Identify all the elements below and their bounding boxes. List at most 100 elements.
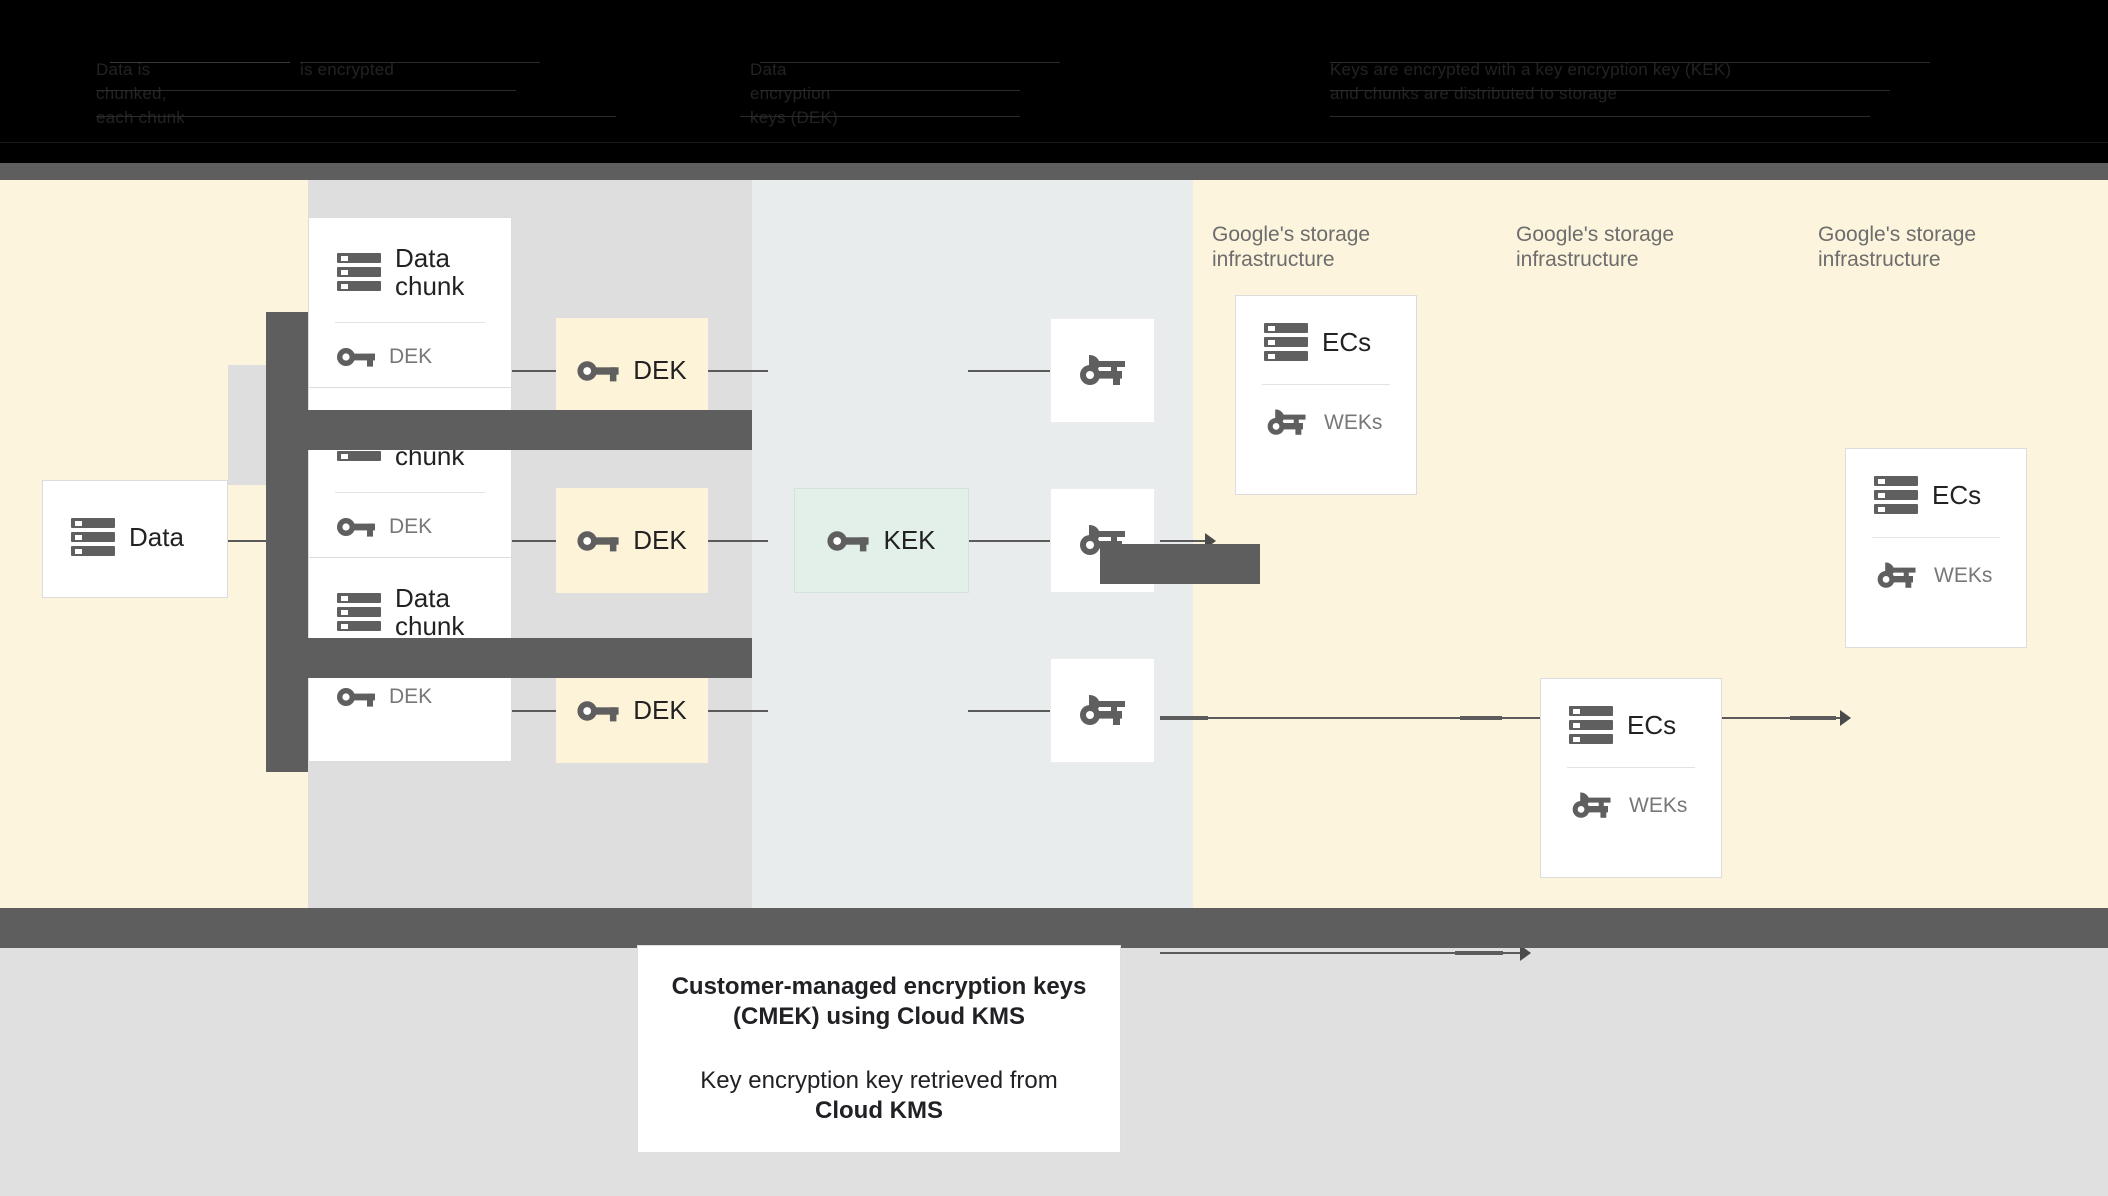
connector-wrapped2-to-ecs2 xyxy=(1160,717,1850,719)
ecs2-key-label: WEKs xyxy=(1934,564,1993,587)
server-icon xyxy=(71,517,115,557)
connector-wrapped3-to-ecs3 xyxy=(1160,952,1530,954)
double-key-icon xyxy=(1077,692,1129,730)
ecs3-divider xyxy=(1567,767,1695,768)
card-ecs-2[interactable]: ECs WEKs xyxy=(1845,448,2027,648)
server-icon xyxy=(337,252,381,292)
ecs3-header: ECs xyxy=(1541,679,1721,745)
occlusion-bar-lower xyxy=(266,638,752,678)
double-key-icon xyxy=(1874,560,1920,592)
wrapped-key-box-3[interactable] xyxy=(1050,658,1155,763)
card-ecs-1[interactable]: ECs WEKs xyxy=(1235,295,1417,495)
occlusion-bar-vertical xyxy=(266,312,308,772)
caption-line-2: (CMEK) using Cloud KMS xyxy=(733,1003,1025,1030)
ecs1-key-row: WEKs xyxy=(1236,385,1416,439)
dek-box-2-label: DEK xyxy=(633,525,687,555)
card-data-header: Data xyxy=(43,481,227,557)
header-divider xyxy=(0,163,2108,180)
line-segment-a xyxy=(1160,716,1208,720)
card-ecs-3[interactable]: ECs WEKs xyxy=(1540,678,1722,878)
key-icon xyxy=(337,515,375,539)
connector-chunk2-to-dek2 xyxy=(508,540,556,542)
connector-to-wrapped1 xyxy=(968,370,1050,372)
arrow-head-ecs2 xyxy=(1840,710,1851,726)
header-column-1: Data is xyxy=(96,60,151,79)
card-data-title: Data xyxy=(129,522,184,552)
chunk2-divider xyxy=(335,492,485,493)
key-icon xyxy=(577,698,619,724)
line-segment-c xyxy=(1790,716,1836,720)
header-column-3-line2: and chunks are distributed to storage xyxy=(1330,84,1618,103)
occlusion-bar-arrow xyxy=(1100,544,1260,584)
server-icon xyxy=(1264,322,1308,362)
ecs2-key-row: WEKs xyxy=(1846,538,2026,592)
key-icon xyxy=(337,345,375,369)
ecs3-key-row: WEKs xyxy=(1541,768,1721,822)
connector-chunk1-to-dek1 xyxy=(508,370,556,372)
card-data[interactable]: Data xyxy=(42,480,228,598)
line-segment-b xyxy=(1460,716,1502,720)
key-icon xyxy=(337,685,375,709)
caption-line-3: Key encryption key retrieved from xyxy=(700,1067,1058,1094)
header-column-2-line2: encryption xyxy=(750,84,831,103)
key-icon xyxy=(827,528,870,554)
chunk3-key-row: DEK xyxy=(309,663,511,709)
key-icon xyxy=(577,528,619,554)
obscured-header-banner: Data is chunked, each chunk is encrypted… xyxy=(0,0,2108,163)
dek-box-1-label: DEK xyxy=(633,355,687,385)
chunk3-key-label: DEK xyxy=(389,685,433,708)
chunk1-title: Data chunk xyxy=(395,243,465,301)
connector-kek-to-wrapped2 xyxy=(968,540,1050,542)
ecs3-key-label: WEKs xyxy=(1629,794,1688,817)
connector-wrapped1-to-ecs1 xyxy=(1160,540,1205,542)
ecs2-title: ECs xyxy=(1932,480,1982,510)
arrow-head-ecs1 xyxy=(1205,533,1216,549)
caption-line-1: Customer-managed encryption keys xyxy=(671,973,1087,1000)
connector-chunk3-to-dek3 xyxy=(508,710,556,712)
infra-label-2: Google's storage infrastructure xyxy=(1516,223,1675,271)
dek-box-2[interactable]: DEK xyxy=(556,488,708,593)
obscured-header-text: Data is chunked, each chunk is encrypted… xyxy=(0,50,2108,163)
wrapped-key-box-1[interactable] xyxy=(1050,318,1155,423)
double-key-icon xyxy=(1264,407,1310,439)
ecs1-divider xyxy=(1262,384,1390,385)
ecs1-key-label: WEKs xyxy=(1324,411,1383,434)
chunk1-header: Data chunk xyxy=(309,218,511,300)
ecs3-title: ECs xyxy=(1627,710,1677,740)
connector-dek1-out xyxy=(708,370,768,372)
kek-box[interactable]: KEK xyxy=(794,488,969,593)
dek-box-1[interactable]: DEK xyxy=(556,318,708,423)
chunk1-divider xyxy=(335,322,485,323)
chunk2-key-label: DEK xyxy=(389,515,433,538)
diagram-canvas: Data Data chunk xyxy=(0,180,2108,961)
kek-box-label: KEK xyxy=(883,525,936,555)
occlusion-bar-upper xyxy=(266,410,752,450)
arrow-head-ecs3 xyxy=(1520,945,1531,961)
double-key-icon xyxy=(1569,790,1615,822)
caption-line-4: Cloud KMS xyxy=(815,1097,943,1124)
caption-box: Customer-managed encryption keys (CMEK) … xyxy=(637,945,1121,1153)
chunk3-title: Data chunk xyxy=(395,583,465,641)
footer-divider xyxy=(0,908,2108,948)
header-column-2: Data xyxy=(750,60,787,79)
infra-label-1: Google's storage infrastructure xyxy=(1212,223,1371,271)
server-icon xyxy=(1569,705,1613,745)
ecs2-header: ECs xyxy=(1846,449,2026,515)
server-icon xyxy=(1874,475,1918,515)
header-column-2-line3: keys (DEK) xyxy=(750,108,838,127)
header-column-3: Keys are encrypted with a key encryption… xyxy=(1330,60,1732,79)
chunk2-key-row: DEK xyxy=(309,493,511,539)
infra-label-3: Google's storage infrastructure xyxy=(1818,223,1977,271)
double-key-icon xyxy=(1077,352,1129,390)
connector-to-wrapped3 xyxy=(968,710,1050,712)
key-icon xyxy=(577,358,619,384)
chunk3-header: Data chunk xyxy=(309,558,511,640)
chunk1-key-label: DEK xyxy=(389,345,433,368)
connector-dek2-out xyxy=(708,540,768,542)
dek-box-3-label: DEK xyxy=(633,695,687,725)
chunk1-key-row: DEK xyxy=(309,323,511,369)
connector-dek3-out xyxy=(708,710,768,712)
header-column-1b-line1: is encrypted xyxy=(300,60,395,79)
ecs1-header: ECs xyxy=(1236,296,1416,362)
